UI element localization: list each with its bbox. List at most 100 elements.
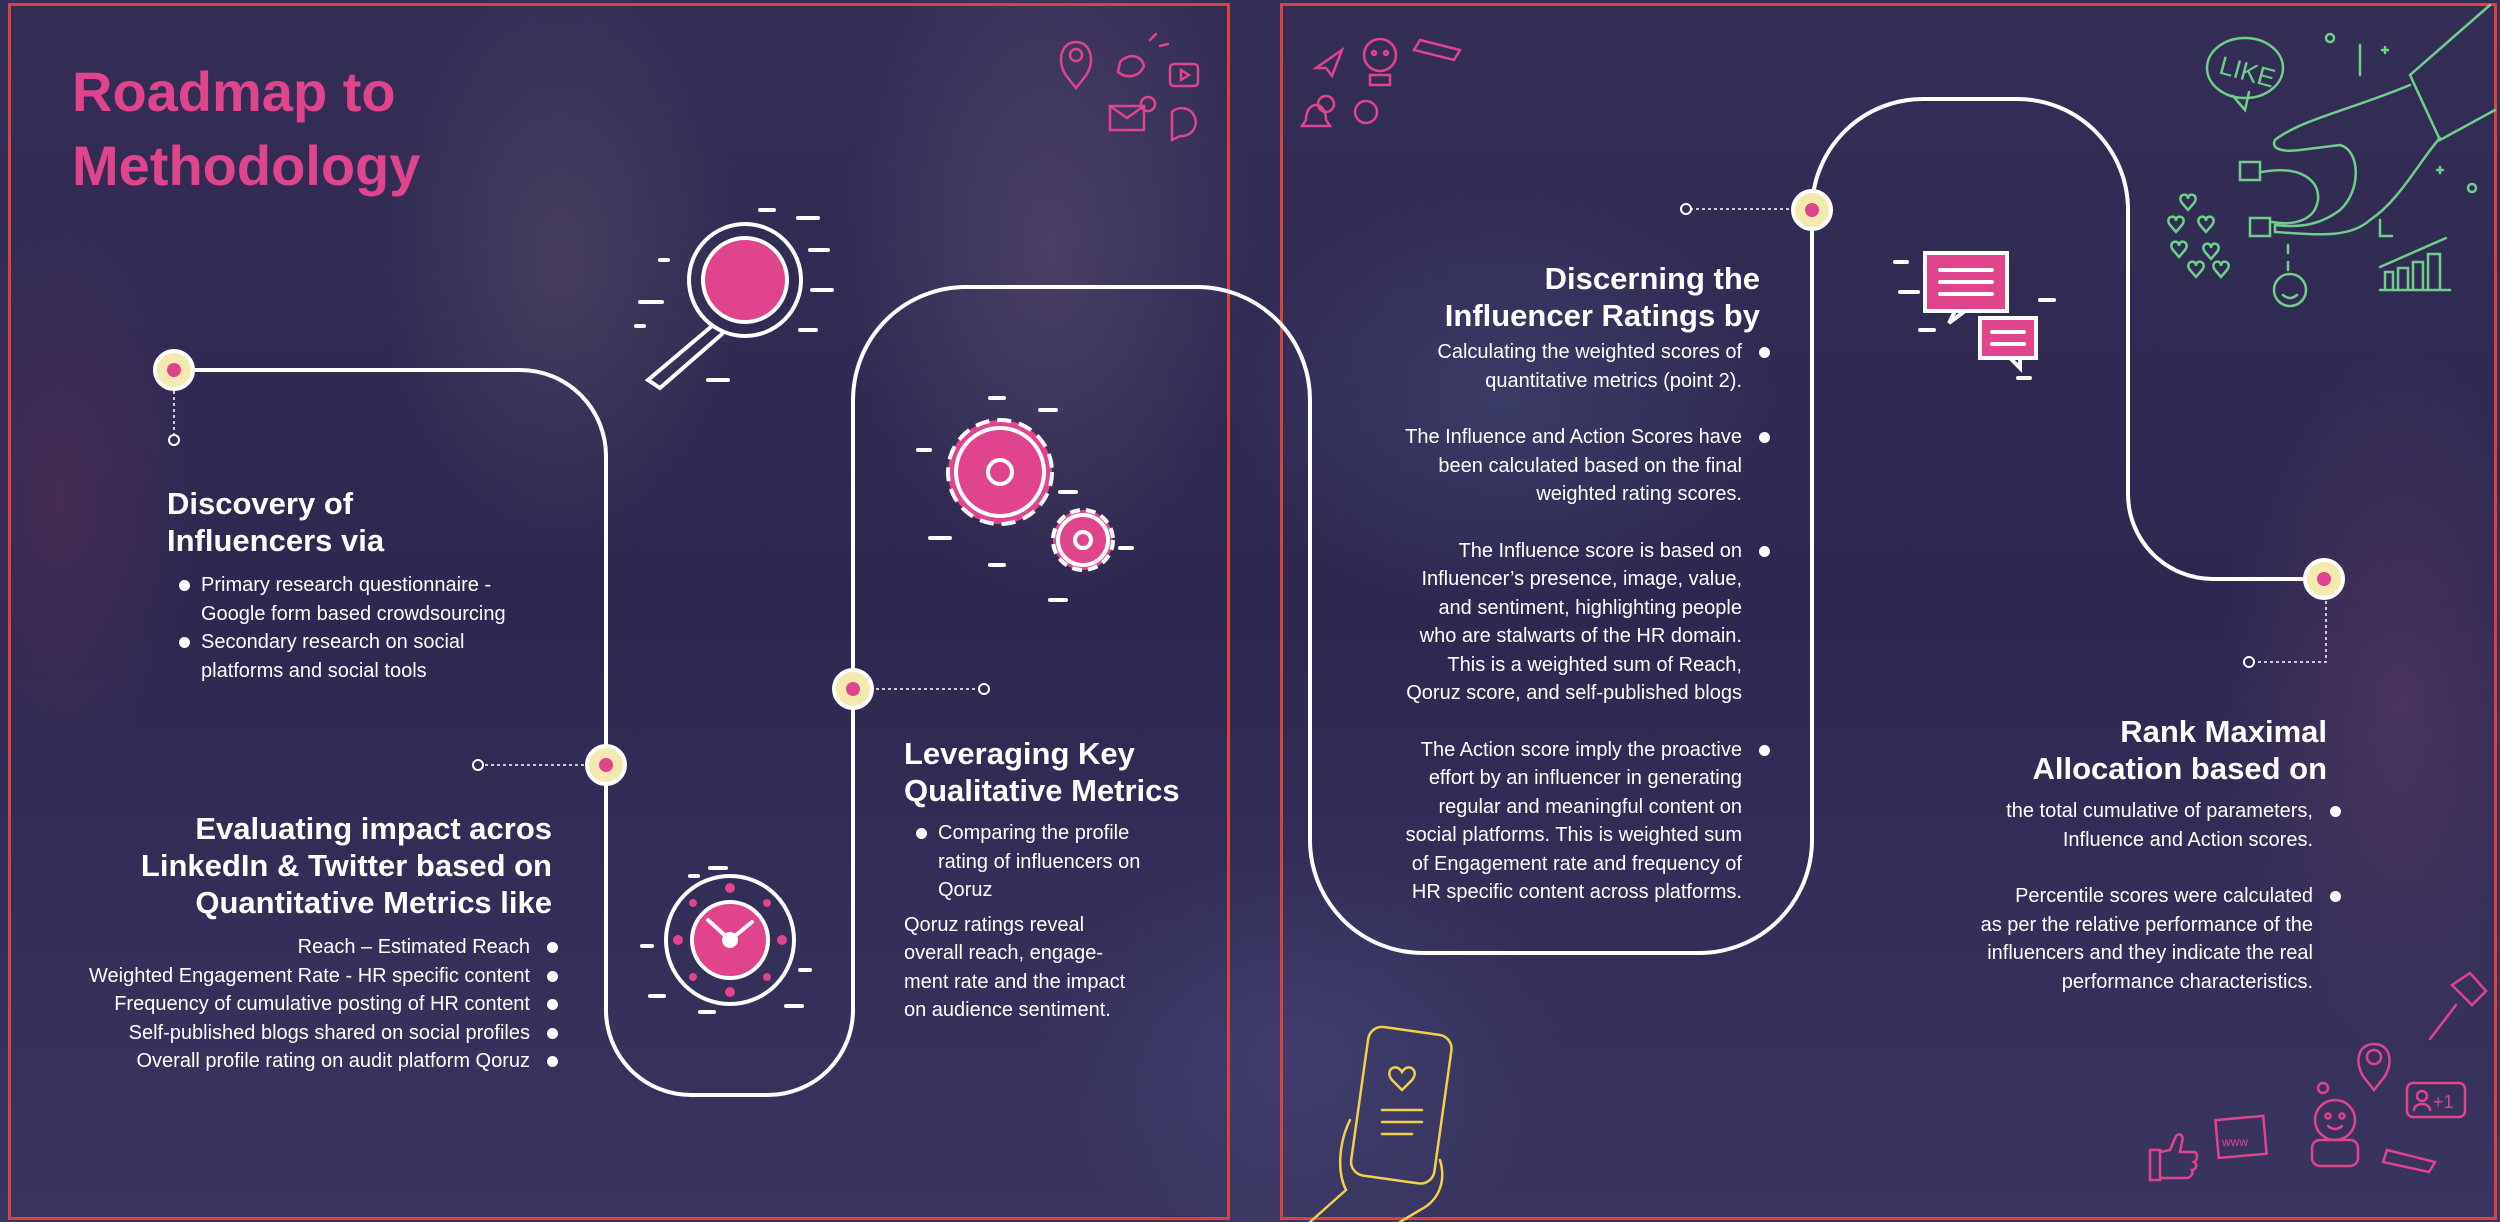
- push-pin-icon: [2428, 971, 2488, 1041]
- bullet-dot: [547, 999, 558, 1010]
- social-doodles-bottom-right: +1 www: [2148, 971, 2488, 1182]
- text-line: social platforms. This is weighted sum: [1405, 824, 1742, 846]
- text-line: The Influence and Action Scores have: [1405, 426, 1742, 448]
- text-line: overall reach, engage-: [904, 942, 1104, 964]
- text-line: Quantitative Metrics like: [195, 885, 552, 920]
- text-line: platforms and social tools: [201, 659, 427, 682]
- bird-icon: [1116, 54, 1146, 78]
- www-text: www: [2221, 1135, 2248, 1149]
- text-line: Percentile scores were calculated: [2015, 885, 2313, 907]
- text-line: on audience sentiment.: [904, 999, 1111, 1021]
- bullet-item: Weighted Engagement Rate - HR specific c…: [89, 962, 558, 991]
- text-line: weighted rating scores.: [1536, 483, 1742, 505]
- text-line: Leveraging Key: [904, 736, 1135, 771]
- hearts-icon: [2167, 193, 2230, 279]
- text-line: HR specific content across platforms.: [1411, 881, 1742, 903]
- step-node-2: [585, 744, 627, 786]
- location-marker-icon: [2357, 1042, 2391, 1093]
- text-line: Primary research questionnaire -: [201, 574, 492, 596]
- bullet-item: Self-published blogs shared on social pr…: [89, 1019, 558, 1048]
- text-line: influencers and they indicate the real: [1987, 942, 2313, 964]
- text-line: Calculating the weighted scores of: [1437, 341, 1742, 363]
- gears-icon: [916, 396, 1134, 602]
- chat-bubbles-icon: [1893, 251, 2056, 380]
- pencil-icon: [1412, 38, 1462, 62]
- step-node-3: [832, 668, 874, 710]
- text-line: quantitative metrics (point 2).: [1485, 369, 1742, 392]
- bullet-dot: [547, 1056, 558, 1067]
- text-line: Qoruz: [938, 879, 993, 901]
- add-friend-icon: +1: [2405, 1081, 2467, 1119]
- bullet-item: Secondary research on social platforms an…: [179, 628, 506, 685]
- text-line: regular and meaningful content on: [1438, 795, 1742, 818]
- bullet-dot: [1759, 347, 1770, 358]
- bullet-item: The Influence score is based on Influence…: [1405, 537, 1770, 708]
- text-line: been calculated based on the final: [1438, 454, 1742, 477]
- bullet-dot: [1759, 545, 1770, 557]
- location-pin-icon: [1059, 40, 1093, 91]
- bullet-dot: [179, 637, 190, 648]
- clock-icon: [640, 866, 812, 1014]
- video-icon: [1168, 62, 1200, 88]
- roadmap-path: [174, 97, 2324, 1097]
- social-doodles-top-left: [1059, 32, 1200, 143]
- plus-one-text: +1: [2433, 1092, 2454, 1112]
- heart-bubble-icon: [1170, 106, 1197, 143]
- text-line: Discovery of: [167, 486, 354, 521]
- text-line: as per the relative performance of the: [1980, 913, 2313, 936]
- step-node-4: [1791, 189, 1833, 231]
- text-line: Evaluating impact acros: [195, 811, 552, 846]
- mail-icon: [1108, 104, 1146, 132]
- bullet-dot: [1759, 432, 1770, 443]
- text-line: Comparing the profile: [938, 822, 1130, 844]
- text-line: Rank Maximal: [2120, 714, 2327, 749]
- text-line: Influencer’s presence, image, value,: [1421, 568, 1742, 590]
- text-line: Discerning the: [1544, 261, 1760, 296]
- text-line: Influencers via: [167, 523, 385, 558]
- bullet-item: Percentile scores were calculated as per …: [1981, 882, 2341, 996]
- magnet-hand-icon: LIKE: [2167, 3, 2497, 308]
- text-line: Qoruz ratings reveal: [904, 913, 1085, 936]
- text-line: This is a weighted sum of Reach,: [1447, 653, 1742, 676]
- globe-icon: [1353, 99, 1379, 125]
- text-line: ment rate and the impact: [904, 970, 1126, 993]
- text-line: Secondary research on social: [201, 631, 465, 653]
- qoruz-paragraph: Qoruz ratings reveal overall reach, engag…: [904, 911, 1180, 1025]
- bullet-item: Overall profile rating on audit platform…: [89, 1047, 558, 1076]
- bullet-dot: [547, 970, 558, 982]
- text-line: Qoruz score, and self-published blogs: [1406, 682, 1742, 704]
- paper-plane-icon: [1311, 46, 1345, 79]
- bullet-dot: [2330, 806, 2341, 817]
- connector-end-circles: [168, 203, 2255, 771]
- text-line: The Influence score is based on: [1458, 539, 1742, 562]
- text-line: Qualitative Metrics: [904, 773, 1180, 808]
- bullet-item: the total cumulative of parameters,Influ…: [1981, 797, 2341, 854]
- text-line: effort by an influencer in generating: [1428, 767, 1742, 789]
- text-line: Influencer Ratings by: [1444, 298, 1760, 333]
- pencil-icon: [2381, 1148, 2437, 1174]
- bullet-dot: [1759, 744, 1770, 756]
- text-line: performance characteristics.: [2061, 970, 2313, 993]
- page-title: Roadmap to Methodology: [72, 55, 420, 203]
- notification-bell-icon: [1299, 103, 1333, 128]
- robot-icon: [1362, 37, 1398, 73]
- social-doodles-top-right: [1299, 37, 1462, 128]
- bullet-dot: [2330, 891, 2341, 902]
- text-line: LinkedIn & Twitter based on: [140, 848, 552, 883]
- bullet-item: Reach – Estimated Reach: [89, 933, 558, 962]
- magnifier-icon: [634, 208, 834, 391]
- bullet-item: Calculating the weighted scores of quanti…: [1405, 338, 1770, 395]
- robot-face-icon: [2310, 1081, 2360, 1168]
